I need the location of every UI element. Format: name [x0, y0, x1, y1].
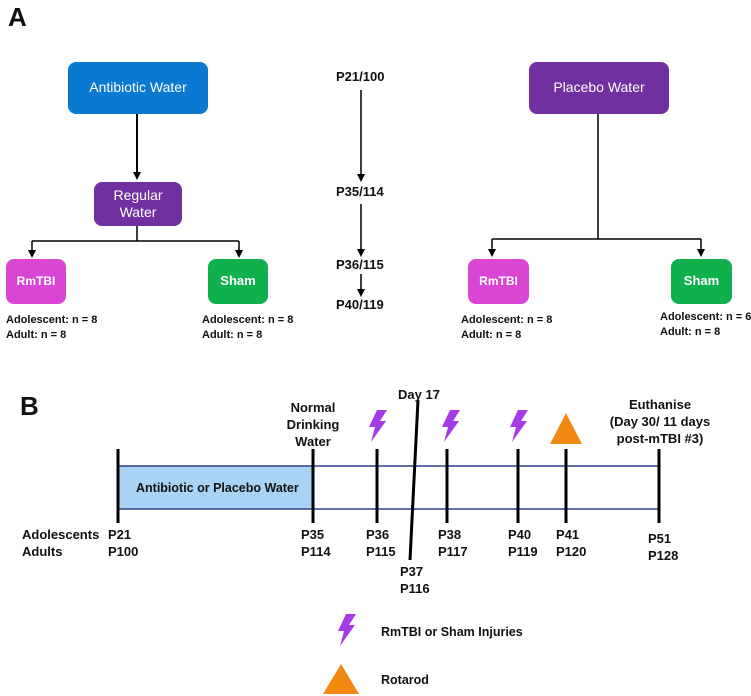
lightning-bolt-icon: [510, 410, 528, 442]
lightning-bolt-icon: [338, 614, 356, 646]
sham-right-box: Sham: [671, 259, 732, 304]
row-label-adolescents: Adolescents: [22, 527, 100, 542]
lightning-bolt-icon: [369, 410, 387, 442]
label-line: post-mTBI #3): [616, 430, 704, 446]
count-line: Adult: n = 8: [6, 328, 67, 341]
water-treatment-bar: [117, 465, 314, 510]
count-sham-left: Adolescent: n = 8 Adult: n = 8: [202, 313, 293, 343]
tick-top: P51: [648, 531, 672, 546]
count-line: Adult: n = 8: [660, 325, 721, 338]
tick-top: P36: [366, 527, 390, 542]
day17-label: Day 17: [398, 387, 440, 402]
tick-bottom: P117: [438, 543, 468, 559]
placebo-water-box: Placebo Water: [529, 62, 669, 114]
tick-p37-day17: [408, 399, 420, 561]
triangle-icon: [323, 664, 359, 694]
count-line: Adolescent: n = 8: [6, 314, 98, 326]
tick-bottom: P115: [366, 543, 396, 559]
rmtbi-right-box: RmTBI: [468, 259, 529, 304]
normal-drinking-water-label: Normal Drinking Water: [282, 400, 344, 451]
rmtbi-left-box: RmTBI: [6, 259, 66, 304]
tick-top: P40: [508, 527, 532, 542]
regular-water-box: Regular Water: [94, 182, 182, 226]
label-line: Drinking: [286, 416, 340, 432]
count-line: Adolescent: n = 8: [202, 314, 294, 326]
count-line: Adult: n = 8: [202, 328, 263, 341]
timeline-label-p40-119: P40/119: [336, 297, 384, 312]
tick-bottom: P128: [648, 547, 679, 563]
sham-left-box: Sham: [208, 259, 268, 304]
count-sham-right: Adolescent: n = 6 Adult: n = 8: [660, 310, 751, 340]
panel-a-letter: A: [8, 2, 27, 32]
row-label-adults: Adults: [22, 543, 63, 559]
tick-bottom: P120: [556, 543, 587, 559]
label-line: Normal: [290, 400, 336, 415]
tick-label-p37: P37 P116: [400, 564, 430, 598]
tick-label-p40: P40 P119: [508, 527, 538, 561]
legend-injury-label: RmTBI or Sham Injuries: [381, 625, 523, 639]
label-line: Water: [295, 433, 331, 449]
tick-top: P38: [438, 527, 462, 542]
tick-top: P37: [400, 564, 424, 579]
count-line: Adult: n = 8: [461, 328, 522, 341]
tick-label-p21: P21 P100: [108, 527, 138, 561]
label-line: Euthanise: [628, 397, 692, 412]
count-line: Adolescent: n = 8: [461, 314, 553, 326]
water-bar-label: Antibiotic or Placebo Water: [136, 481, 299, 495]
count-line: Adolescent: n = 6: [660, 311, 751, 323]
row-labels: Adolescents Adults: [22, 527, 99, 561]
label-line: (Day 30/ 11 days: [609, 413, 711, 429]
tick-label-p38: P38 P117: [438, 527, 468, 561]
count-rmtbi-right: Adolescent: n = 8 Adult: n = 8: [461, 313, 552, 343]
panel-b-letter: B: [20, 391, 39, 421]
tick-bottom: P114: [301, 543, 331, 559]
tick-label-p41: P41 P120: [556, 527, 586, 561]
tick-top: P21: [108, 527, 132, 542]
tick-label-p35: P35 P114: [301, 527, 331, 561]
antibiotic-water-box: Antibiotic Water: [68, 62, 208, 114]
timeline-label-p35-114: P35/114: [336, 184, 384, 199]
count-rmtbi-left: Adolescent: n = 8 Adult: n = 8: [6, 313, 97, 343]
legend-rotarod-label: Rotarod: [381, 673, 429, 687]
tick-bottom: P100: [108, 543, 139, 559]
tick-bottom: P116: [400, 580, 430, 596]
tick-bottom: P119: [508, 543, 538, 559]
timeline-label-p21-100: P21/100: [336, 69, 385, 84]
triangle-icon: [550, 413, 582, 444]
timeline-label-p36-115: P36/115: [336, 257, 384, 272]
tick-top: P41: [556, 527, 580, 542]
tick-top: P35: [301, 527, 325, 542]
lightning-bolt-icon: [442, 410, 460, 442]
euthanise-label: Euthanise (Day 30/ 11 days post-mTBI #3): [598, 397, 722, 448]
tick-label-p51: P51 P128: [648, 531, 678, 565]
tick-label-p36: P36 P115: [366, 527, 396, 561]
